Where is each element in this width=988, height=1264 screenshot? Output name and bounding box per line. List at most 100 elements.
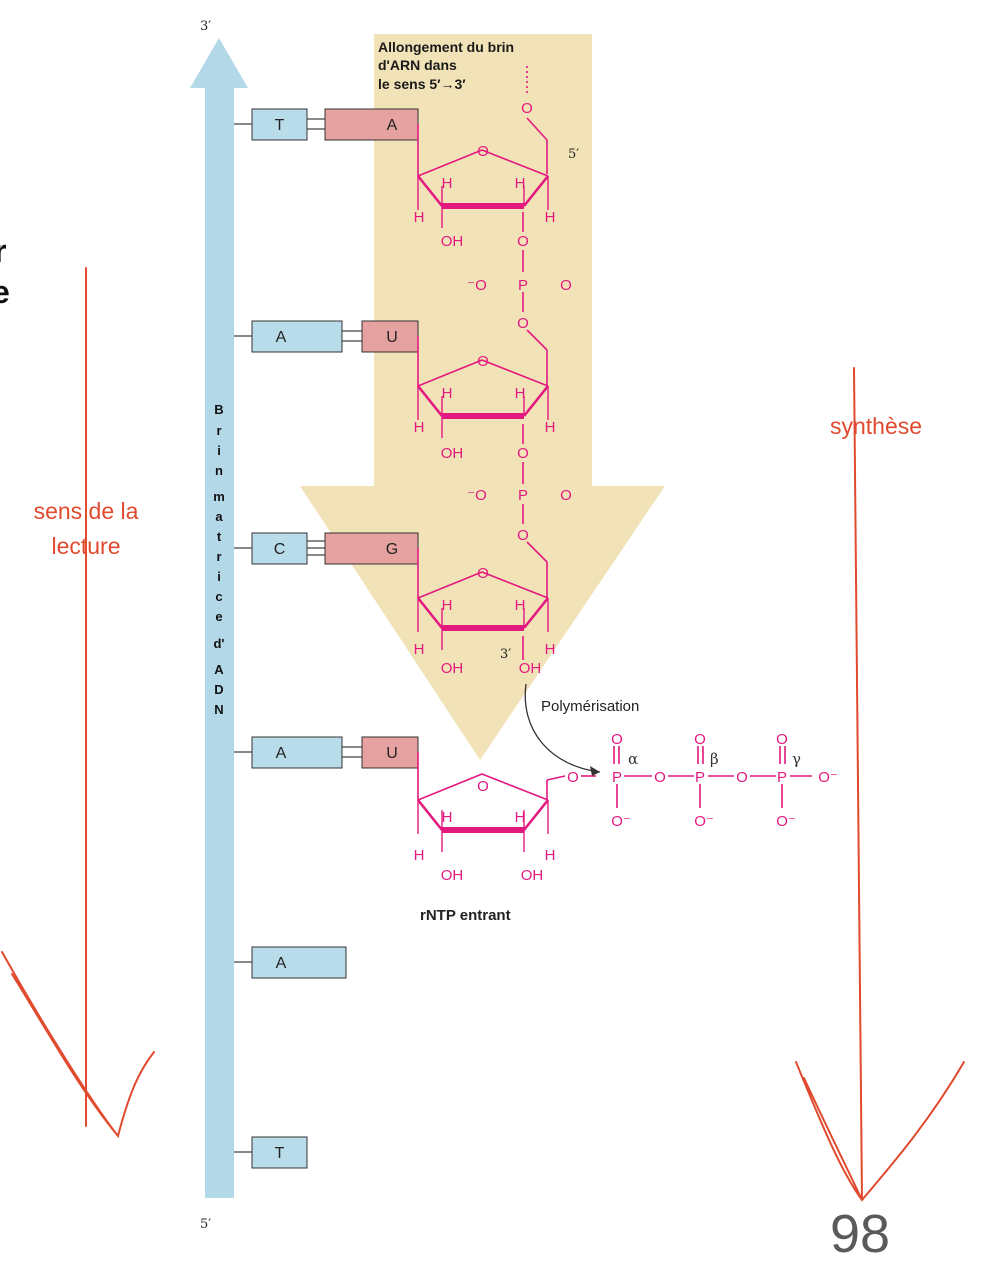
atom-o: O xyxy=(611,731,623,748)
label-3prime: 3′ xyxy=(500,647,511,662)
polymerisation-label: Polymérisation xyxy=(541,698,639,715)
atom-h: H xyxy=(515,175,526,192)
atom-o: O xyxy=(477,778,489,795)
template-base-box xyxy=(251,320,343,353)
base-pair: A U xyxy=(234,320,419,353)
atom-labels: O O H H H H OH O ⁻O P O O O H H H H OH O… xyxy=(414,100,572,884)
atom-oh: OH xyxy=(441,867,464,884)
template-3prime-label: 3′ xyxy=(200,19,211,34)
atom-o: O xyxy=(517,527,529,544)
atom-o-minus: O⁻ xyxy=(776,813,796,830)
bond xyxy=(526,117,548,141)
template-base-letter: C xyxy=(274,541,286,558)
atom-o: O xyxy=(560,487,572,504)
reading-direction-annotation: sens de la lecture xyxy=(1,267,155,1139)
left-fragment-2: e xyxy=(0,274,10,310)
alpha-label: α xyxy=(628,750,638,768)
atom-o-minus: O⁻ xyxy=(611,813,631,830)
sugar-ring xyxy=(416,359,550,438)
vlabel-14: N xyxy=(214,702,223,717)
vlabel-12: A xyxy=(214,662,224,677)
base-pair: A U xyxy=(234,736,419,769)
bond xyxy=(526,329,548,351)
base-pair: T xyxy=(234,1136,308,1169)
template-base-box xyxy=(251,108,308,141)
elongation-label-line-3: le sens 5′→3′ xyxy=(378,76,466,92)
template-base-letter: A xyxy=(276,955,287,972)
sugar-ring xyxy=(416,571,550,650)
template-base-box xyxy=(251,532,308,565)
rna-base-letter: A xyxy=(387,117,398,134)
page-number: 98 xyxy=(830,1204,890,1264)
template-strand-vertical-label: B r i n m a t r i c e d' A D N xyxy=(213,402,225,717)
elongation-arrow xyxy=(300,34,665,760)
atom-o: O xyxy=(517,445,529,462)
atom-o: O xyxy=(654,769,666,786)
vlabel-6: t xyxy=(217,529,222,544)
atom-o: O xyxy=(517,233,529,250)
atom-o: O xyxy=(521,100,533,117)
bond xyxy=(526,541,548,563)
atom-h: H xyxy=(515,385,526,402)
atom-h: H xyxy=(515,809,526,826)
template-base-letter: A xyxy=(276,329,287,346)
vlabel-9: c xyxy=(215,589,222,604)
atom-h: H xyxy=(515,597,526,614)
atom-oh-3prime: OH xyxy=(519,660,542,677)
rntp-label: rNTP entrant xyxy=(420,907,511,924)
vlabel-1: r xyxy=(216,423,221,438)
atom-o: O xyxy=(477,565,489,582)
atom-o-minus: O⁻ xyxy=(818,769,838,786)
atom-o-minus: ⁻O xyxy=(467,487,487,504)
sugar-ring xyxy=(416,149,550,228)
synthesis-annotation: synthèse xyxy=(795,367,965,1202)
left-fragment-1: r xyxy=(0,233,6,269)
label-5prime: 5′ xyxy=(568,147,579,162)
vlabel-10: e xyxy=(215,609,222,624)
atom-o: O xyxy=(567,769,579,786)
template-base-letter: T xyxy=(275,117,285,134)
rna-base-box xyxy=(361,320,419,353)
template-5prime-label: 5′ xyxy=(200,1217,211,1232)
atom-h: H xyxy=(442,175,453,192)
elongation-label-line-2: d'ARN dans xyxy=(378,57,457,73)
atom-oh: OH xyxy=(441,660,464,677)
atom-h: H xyxy=(414,419,425,436)
rna-base-letter: G xyxy=(386,541,398,558)
base-pair: T A xyxy=(234,108,419,141)
hand-drawn-arrow-left xyxy=(1,267,155,1139)
atom-p: P xyxy=(518,487,528,504)
vlabel-3: n xyxy=(215,463,223,478)
triphosphate: O P O P O P O⁻ O O O O⁻ O⁻ O⁻ α β γ xyxy=(567,731,838,830)
atom-h: H xyxy=(545,209,556,226)
atom-o: O xyxy=(694,731,706,748)
vlabel-8: i xyxy=(217,569,221,584)
atom-p-alpha: P xyxy=(612,769,622,786)
atom-o: O xyxy=(517,315,529,332)
rna-base-letter: U xyxy=(386,745,398,762)
atom-oh: OH xyxy=(441,233,464,250)
atom-h: H xyxy=(414,209,425,226)
base-pair: C G xyxy=(234,532,419,565)
atom-o: O xyxy=(560,277,572,294)
rna-base-box xyxy=(324,532,419,565)
template-base-box xyxy=(251,1136,308,1169)
base-pair: A xyxy=(234,946,347,979)
atom-h: H xyxy=(545,641,556,658)
template-base-letter: T xyxy=(275,1145,285,1162)
atom-o: O xyxy=(477,353,489,370)
atom-o-minus: O⁻ xyxy=(694,813,714,830)
atom-h: H xyxy=(414,641,425,658)
synthesis-label: synthèse xyxy=(830,413,922,439)
atom-h: H xyxy=(545,847,556,864)
rna-base-letter: U xyxy=(386,329,398,346)
atom-p: P xyxy=(518,277,528,294)
sugar-ring xyxy=(416,773,550,852)
atom-p-gamma: P xyxy=(777,769,787,786)
elongation-label-line-1: Allongement du brin xyxy=(378,39,514,55)
template-strand-arrow xyxy=(190,38,248,1198)
vlabel-13: D xyxy=(214,682,223,697)
atom-o: O xyxy=(477,143,489,160)
vlabel-0: B xyxy=(214,402,223,417)
